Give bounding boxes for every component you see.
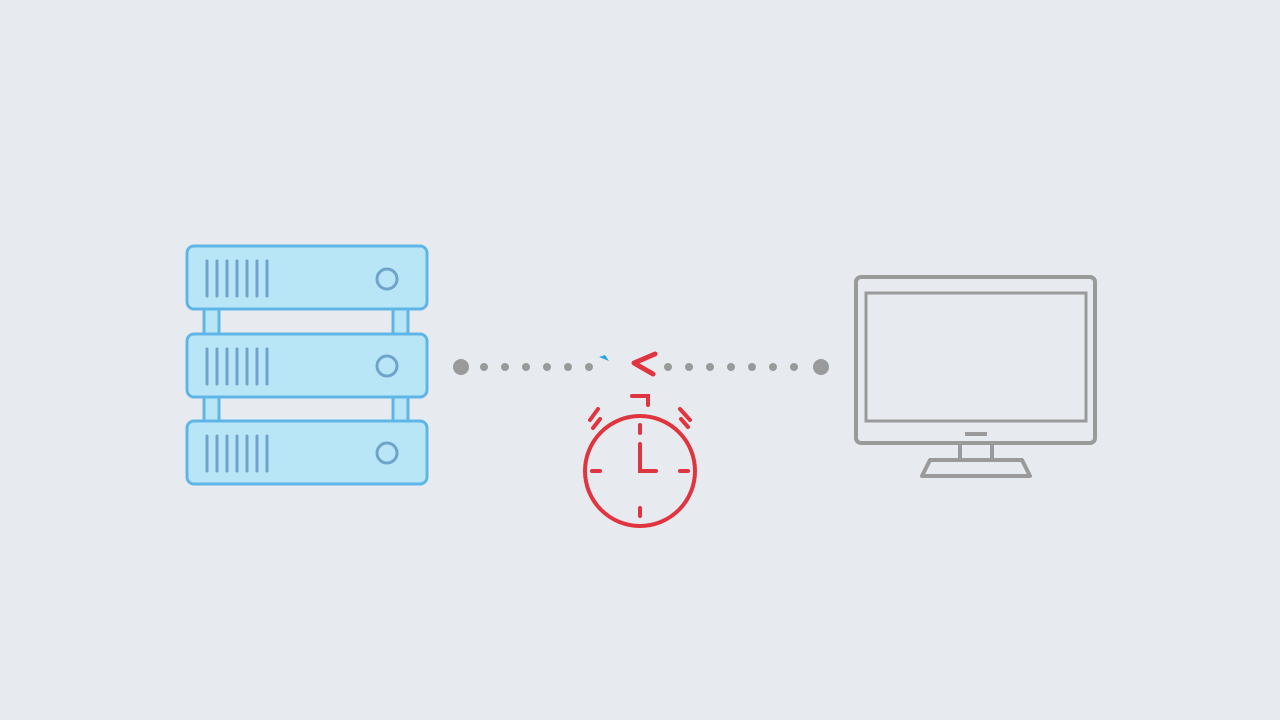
stopwatch-button-left-2 — [591, 417, 602, 430]
packet-arrow-icon — [599, 351, 658, 377]
server-unit-2 — [185, 332, 429, 399]
server-unit-3 — [185, 419, 429, 486]
server-unit-1-vent — [205, 259, 269, 298]
server-rack-icon — [185, 244, 429, 486]
connection-line — [453, 359, 829, 375]
stopwatch-hands — [638, 450, 658, 473]
stopwatch-icon — [583, 394, 697, 528]
monitor-screen — [864, 291, 1088, 423]
server-unit-3-led — [375, 441, 399, 465]
stopwatch-button-left — [588, 407, 600, 422]
monitor-stand-base — [920, 458, 1032, 478]
connection-endpoint-client — [813, 359, 829, 375]
monitor-bezel — [854, 275, 1097, 445]
server-unit-3-vent — [205, 434, 269, 473]
server-unit-1-led — [375, 267, 399, 291]
chevron-left-icon — [631, 351, 658, 377]
stopwatch-crown — [630, 394, 650, 407]
server-unit-1 — [185, 244, 429, 311]
stopwatch-button-right — [678, 407, 692, 422]
stopwatch-button-right-2 — [679, 417, 690, 429]
connection-endpoint-server — [453, 359, 469, 375]
server-unit-2-led — [375, 354, 399, 378]
server-unit-2-vent — [205, 347, 269, 386]
desktop-monitor-icon — [854, 275, 1097, 478]
monitor-logo — [965, 432, 987, 436]
packet-trail-icon — [599, 355, 609, 361]
